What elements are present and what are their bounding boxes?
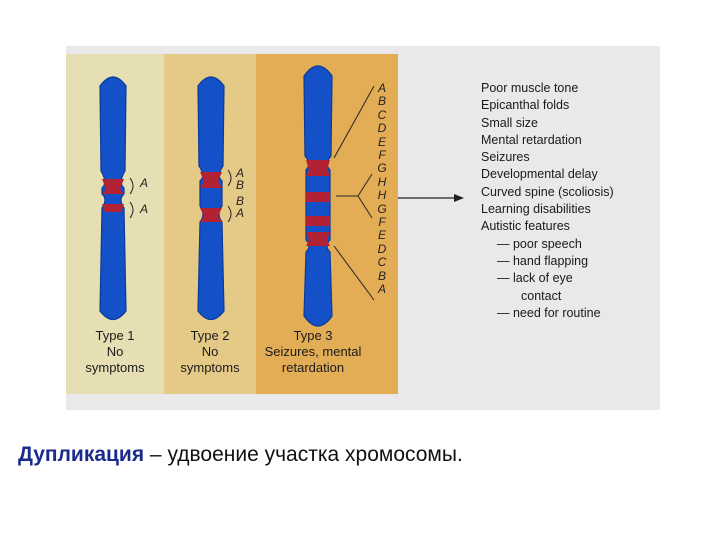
letter-label: G <box>377 201 387 216</box>
letter-label: B <box>377 94 386 109</box>
letter-label: E <box>377 228 386 243</box>
type-label: Type 3 <box>293 328 333 343</box>
duplicated-band <box>102 204 124 212</box>
type-description: No symptoms <box>85 344 145 375</box>
connector-lines <box>333 85 375 301</box>
duplicated-band <box>200 172 222 188</box>
arrow-head-icon <box>454 194 464 202</box>
type-description: Seizures, mental retardation <box>264 344 362 375</box>
bracket <box>129 201 134 219</box>
type-label: Type 2 <box>190 328 230 343</box>
duplicated-band <box>102 179 124 194</box>
bracket <box>129 177 134 195</box>
symptom-item: Epicanthal folds <box>481 98 570 113</box>
symptom-item: Autistic features <box>481 219 570 234</box>
letter-label: H <box>377 188 387 203</box>
letter-label: E <box>377 134 386 149</box>
symptom-subitem: contact <box>521 288 562 303</box>
duplicated-band <box>200 208 222 222</box>
duplicated-band <box>306 192 330 202</box>
bracket <box>227 169 232 187</box>
duplicated-band <box>306 216 330 226</box>
chromosome-type-3 <box>303 65 333 327</box>
figure-graphics <box>66 54 464 394</box>
symptom-subitem: — poor speech <box>497 236 582 251</box>
letter-label: H <box>377 174 387 189</box>
symptom-item: Learning disabilities <box>481 202 591 217</box>
duplicated-band <box>306 232 330 246</box>
type-description: No symptoms <box>180 344 240 375</box>
panel-1-caption: Type 1 No symptoms <box>70 328 160 376</box>
chromosome-type-1 <box>99 76 127 321</box>
letter-label: D <box>377 241 387 256</box>
letter-label: A <box>377 282 386 297</box>
letter-label: F <box>378 148 386 163</box>
symptom-subitem: — hand flapping <box>497 253 589 268</box>
symptom-list: Poor muscle tone Epicanthal folds Small … <box>481 80 614 322</box>
letter-label: B <box>235 178 244 192</box>
panel-3-caption: Type 3 Seizures, mental retardation <box>254 328 372 376</box>
symptom-item: Mental retardation <box>481 132 582 147</box>
bracket <box>227 205 232 223</box>
symptom-subitem: — need for routine <box>497 305 601 320</box>
letter-label: C <box>377 107 387 122</box>
letters-type-2: A B B A <box>234 167 246 219</box>
letter-label: G <box>377 161 387 176</box>
letter-label: A <box>140 202 149 216</box>
type-label: Type 1 <box>95 328 135 343</box>
letter-label: A <box>140 176 149 190</box>
caption-term: Дупликация <box>18 443 145 466</box>
letter-label: B <box>235 194 244 208</box>
letter-label: D <box>377 121 387 136</box>
letter-label: A <box>235 206 244 220</box>
letter-label: B <box>377 268 386 283</box>
symptom-item: Poor muscle tone <box>481 81 579 95</box>
duplicated-band <box>306 160 330 176</box>
symptom-item: Curved spine (scoliosis) <box>481 184 614 199</box>
letter-label: A <box>377 81 386 95</box>
panel-2-caption: Type 2 No symptoms <box>165 328 255 376</box>
symptom-subitem: — lack of eye <box>497 271 573 286</box>
letter-label: F <box>378 215 386 230</box>
symptom-item: Developmental delay <box>481 167 598 182</box>
letter-label: A <box>235 166 244 180</box>
chromosome-type-2 <box>197 76 225 321</box>
slide-caption: Дупликация – удвоение участка хромосомы. <box>18 443 463 467</box>
symptom-item: Small size <box>481 115 538 130</box>
caption-definition: – удвоение участка хромосомы. <box>144 443 463 466</box>
symptom-item: Seizures <box>481 150 530 165</box>
letter-label: C <box>377 255 387 270</box>
